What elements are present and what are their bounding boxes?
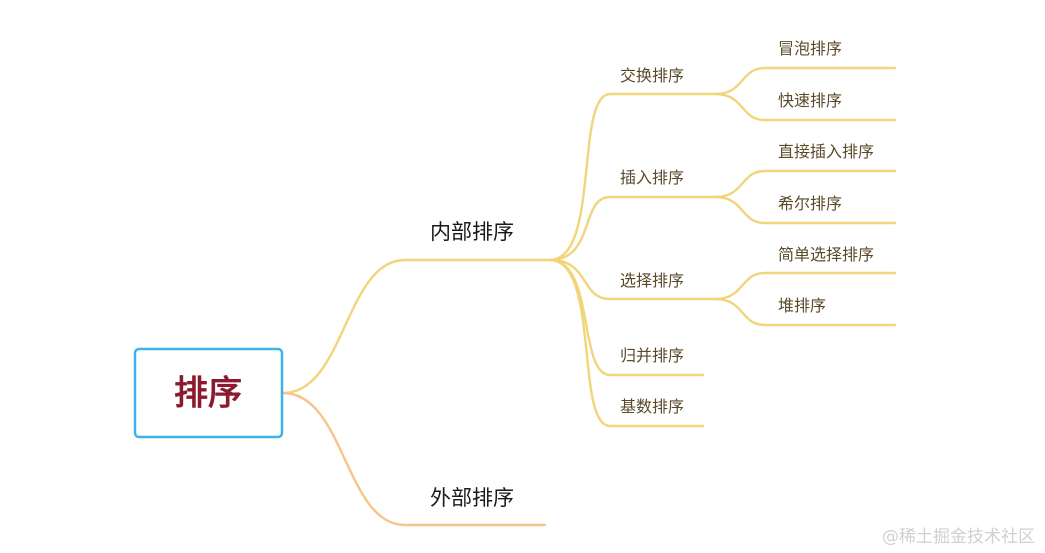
node-external-sort[interactable]: 外部排序 [430,486,514,510]
edge-internal-insert [548,195,717,262]
edge-insert-shell [713,195,897,225]
node-direct-insertion-sort[interactable]: 直接插入排序 [778,142,874,161]
node-heap-sort[interactable]: 堆排序 [778,296,826,315]
root-node[interactable]: 排序 [133,347,284,439]
node-radix-sort[interactable]: 基数排序 [620,397,684,416]
edge-internal-exchange [548,92,717,262]
edge-internal-radix [548,258,705,428]
node-shell-sort[interactable]: 希尔排序 [778,194,842,213]
root-node-label: 排序 [174,374,242,414]
node-simple-selection-sort[interactable]: 简单选择排序 [778,245,874,264]
edge-select-heap [713,297,897,327]
node-merge-sort[interactable]: 归并排序 [620,346,684,365]
node-insertion-sort[interactable]: 插入排序 [620,168,684,187]
edge-root-external [281,391,547,527]
edge-exchange-bubble [713,66,897,96]
watermark: @稀土掘金技术社区 [882,527,1035,547]
edge-select-simple [713,271,897,301]
edge-internal-select [548,258,717,301]
node-internal-sort[interactable]: 内部排序 [430,220,514,244]
root-node-box [133,347,284,439]
node-bubble-sort[interactable]: 冒泡排序 [778,39,842,58]
edge-root-internal [281,258,552,395]
node-exchange-sort[interactable]: 交换排序 [620,66,684,85]
edge-insert-direct [713,169,897,199]
edge-exchange-quick [713,92,897,122]
node-selection-sort[interactable]: 选择排序 [620,271,684,290]
node-quick-sort[interactable]: 快速排序 [778,91,842,110]
